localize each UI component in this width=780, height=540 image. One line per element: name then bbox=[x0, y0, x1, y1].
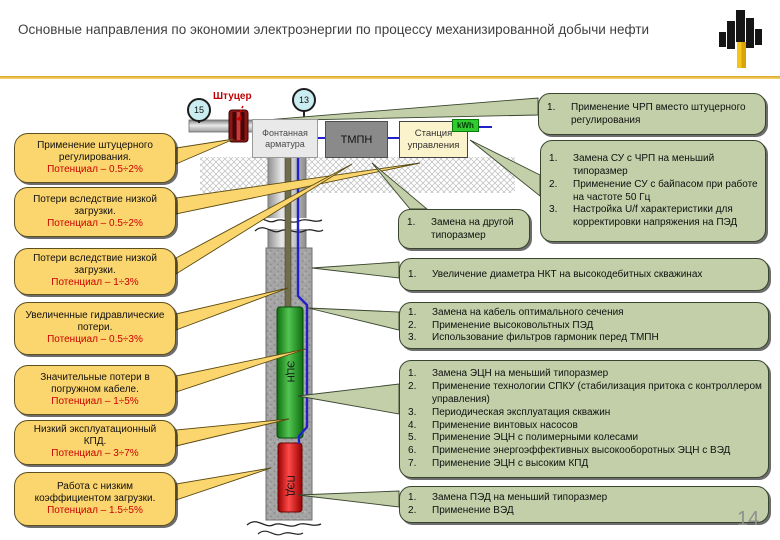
callout-low-load-losses-tmpn: Потери вследствие низкой загрузки. Потен… bbox=[14, 248, 176, 295]
callout-low-load-factor: Работа с низким коэффициентом загрузки. … bbox=[14, 472, 176, 526]
list-item: Применение энергоэффективных высокооборо… bbox=[432, 445, 731, 457]
callout-potential: Потенциал – 0.5÷2% bbox=[47, 163, 143, 175]
list-item: Применение винтовых насосов bbox=[432, 419, 578, 431]
submersible-motor bbox=[277, 442, 303, 513]
list-item: Замена СУ с ЧРП на меньший типоразмер bbox=[573, 153, 715, 177]
casing-bottom-break bbox=[246, 521, 328, 539]
callout-text: Работа с низким коэффициентом загрузки. bbox=[34, 480, 156, 504]
list-item: Замена ПЭД на меньший типоразмер bbox=[432, 492, 608, 504]
callout-low-efficiency: Низкий эксплуатационный КПД. Потенциал –… bbox=[14, 420, 176, 465]
list-item: Применение технологии СПКУ (стабилизация… bbox=[432, 381, 762, 405]
tubing-nkt bbox=[284, 156, 292, 309]
list-item: Применение высоковольтных ПЭД bbox=[432, 319, 594, 331]
callout-text: Низкий эксплуатационный КПД. bbox=[33, 424, 157, 448]
list-item: Применение СУ с байпасом при работе на ч… bbox=[573, 178, 758, 203]
callout-potential: Потенциал – 0.5÷3% bbox=[47, 334, 143, 346]
list-item: Замена ЭЦН на меньший типоразмер bbox=[432, 368, 609, 380]
list-item: Настройка U/f характеристики для коррект… bbox=[573, 204, 738, 229]
rosneft-flame-logo-icon bbox=[719, 10, 762, 68]
recommendation-list: Увеличение диаметра НКТ на высокодебитны… bbox=[408, 269, 762, 282]
recommendations-transformer: Замена на другой типоразмер bbox=[398, 209, 530, 249]
callout-potential: Потенциал – 0.5÷2% bbox=[47, 217, 143, 229]
callout-potential: Потенциал – 1÷5% bbox=[51, 395, 139, 407]
list-item: Замена на другой типоразмер bbox=[431, 216, 514, 241]
transformer-box: ТМПН bbox=[325, 121, 388, 158]
callout-choke-regulation: Применение штуцерного регулирования. Пот… bbox=[14, 133, 176, 183]
callout-text: Потери вследствие низкой загрузки. bbox=[33, 193, 157, 217]
page-number: 14 bbox=[737, 508, 760, 530]
choke-valve bbox=[228, 109, 249, 143]
wellhead-label: Фонтанная арматура bbox=[262, 128, 308, 149]
recommendation-list: Применение ЧРП вместо штуцерного регулир… bbox=[547, 102, 759, 128]
callout-text: Увеличенные гидравлические потери. bbox=[25, 310, 165, 334]
title-divider bbox=[0, 76, 780, 79]
recommendations-vfd: Применение ЧРП вместо штуцерного регулир… bbox=[538, 93, 766, 135]
esp-pump-label: ЭЦН bbox=[284, 360, 296, 383]
list-item: Применение ВЭД bbox=[432, 505, 514, 516]
pressure-gauge-right: 13 bbox=[292, 88, 316, 112]
recommendation-list: Замена на другой типоразмер bbox=[407, 217, 523, 243]
control-station-label: Станция управления bbox=[407, 128, 460, 151]
energy-meter-badge: kWh bbox=[452, 119, 479, 132]
esp-pump bbox=[276, 306, 304, 439]
list-item: Увеличение диаметра НКТ на высокодебитны… bbox=[432, 268, 703, 280]
callout-hydraulic-losses: Увеличенные гидравлические потери. Потен… bbox=[14, 302, 176, 355]
list-item: Замена на кабель оптимального сечения bbox=[432, 306, 624, 318]
callout-tails-green bbox=[252, 97, 541, 508]
list-item: Использование фильтров гармоник перед ТМ… bbox=[432, 332, 659, 344]
recommendations-tubing: Увеличение диаметра НКТ на высокодебитны… bbox=[399, 258, 769, 291]
callout-text: Применение штуцерного регулирования. bbox=[37, 139, 153, 163]
page-title: Основные направления по экономии электро… bbox=[18, 22, 650, 37]
callout-cable-losses: Значительные потери в погружном кабеле. … bbox=[14, 365, 176, 415]
callout-text: Потери вследствие низкой загрузки. bbox=[33, 253, 157, 277]
callout-low-load-losses-su: Потери вследствие низкой загрузки. Потен… bbox=[14, 187, 176, 237]
list-item: Применение ЭЦН с высоким КПД bbox=[432, 457, 589, 469]
choke-pointer-arrow bbox=[236, 105, 244, 121]
callout-potential: Потенциал – 1÷3% bbox=[51, 277, 139, 289]
submersible-motor-label: ПЭД bbox=[284, 475, 296, 496]
wellhead-box: Фонтанная арматура bbox=[252, 119, 318, 158]
callout-potential: Потенциал – 3÷7% bbox=[51, 448, 139, 460]
callout-tails-yellow bbox=[175, 138, 421, 501]
choke-label: Штуцер bbox=[213, 91, 252, 102]
list-item: Применение ЭЦН с полимерными колесами bbox=[432, 432, 639, 444]
callout-text: Значительные потери в погружном кабеле. bbox=[40, 371, 150, 395]
pressure-gauge-left: 15 bbox=[187, 98, 211, 122]
list-item: Периодическая эксплуатация скважин bbox=[432, 406, 611, 418]
callout-potential: Потенциал – 1.5÷5% bbox=[47, 504, 143, 516]
list-item: Применение ЧРП вместо штуцерного регулир… bbox=[571, 101, 746, 126]
